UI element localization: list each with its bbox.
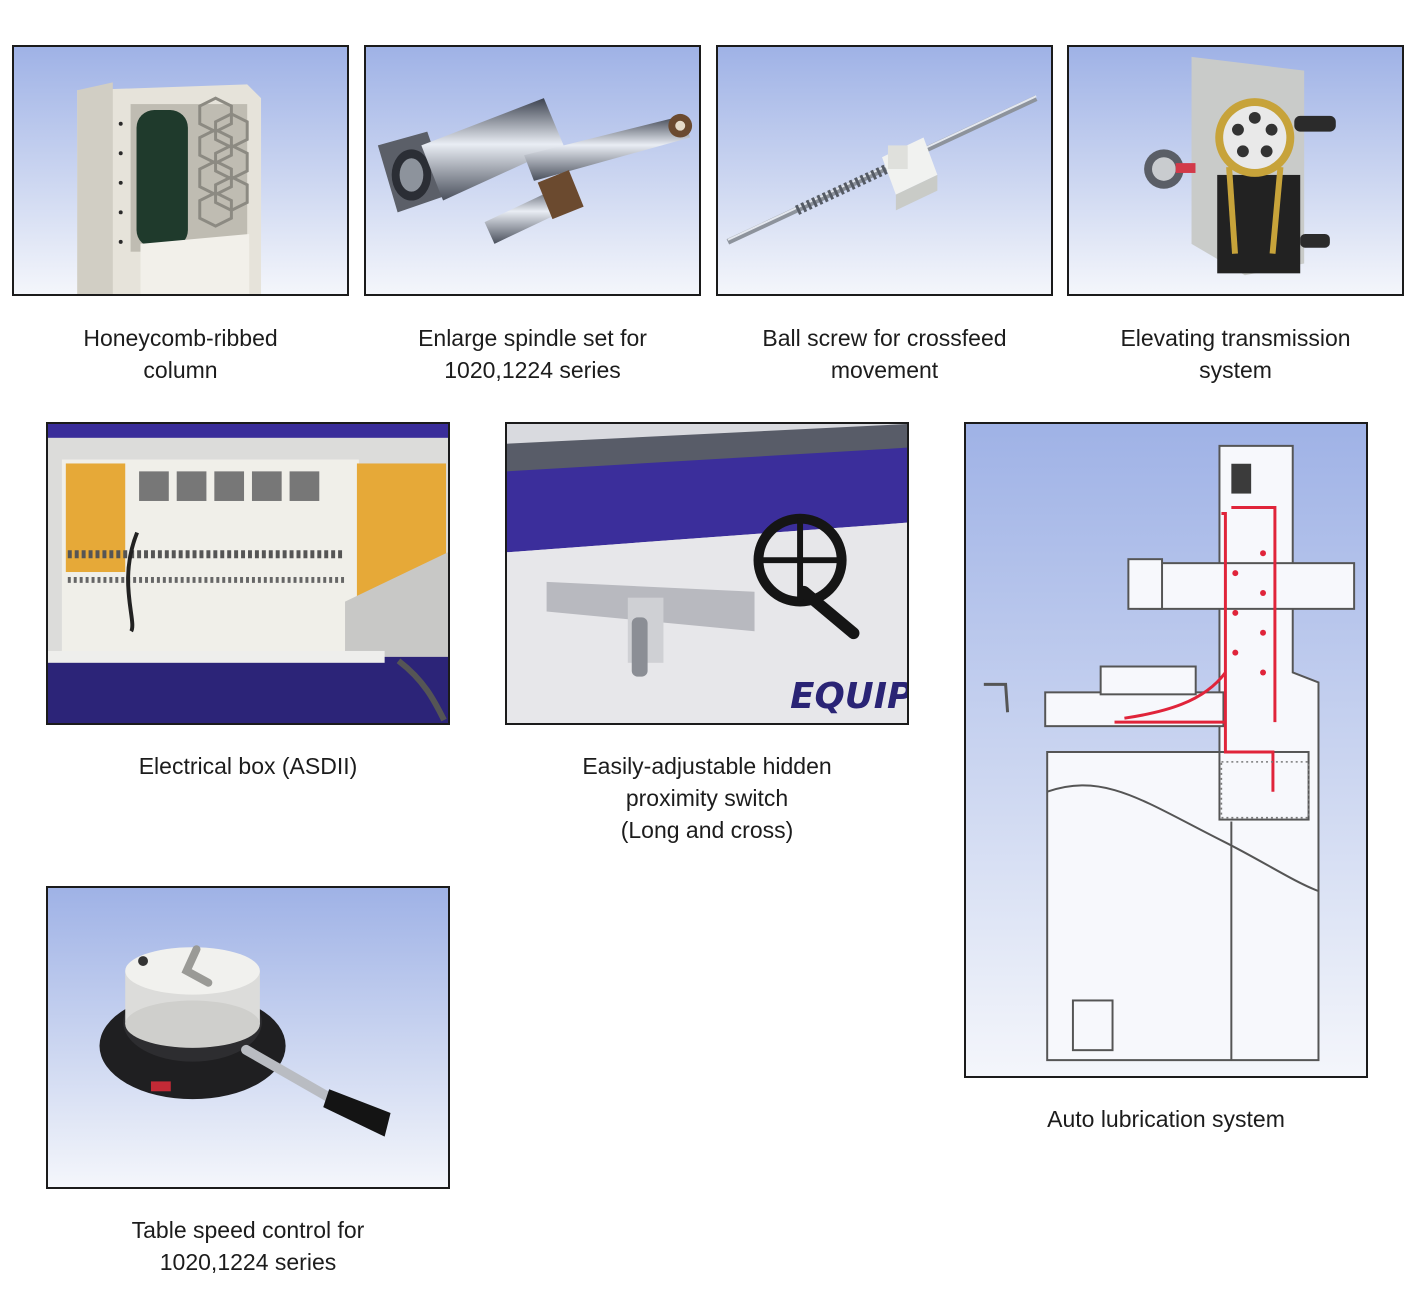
caption-electrical-box: Electrical box (ASDII) [138,753,358,779]
electrical-box-photo [46,422,450,725]
caption-ball-screw: Ball screw for crossfeed movement [762,325,1007,383]
honeycomb-column-photo [12,45,349,296]
caption-spindle-set: Enlarge spindle set for 1020,1224 series [418,325,647,383]
proximity-switch-photo: EQUIPTO [505,422,909,725]
transmission-photo [1067,45,1404,296]
caption-lubrication: Auto lubrication system [1047,1106,1285,1132]
lubrication-diagram [964,422,1368,1078]
caption-honeycomb-column: Honeycomb-ribbed column [83,325,278,383]
ball-screw-photo [716,45,1053,296]
caption-proximity-switch: Easily-adjustable hidden proximity switc… [582,753,832,843]
caption-transmission: Elevating transmission system [1120,325,1351,383]
caption-speed-control: Table speed control for 1020,1224 series [131,1217,365,1275]
spindle-set-photo [364,45,701,296]
speed-control-photo [46,886,450,1189]
equipto-brand-text: EQUIPTO [790,676,907,717]
